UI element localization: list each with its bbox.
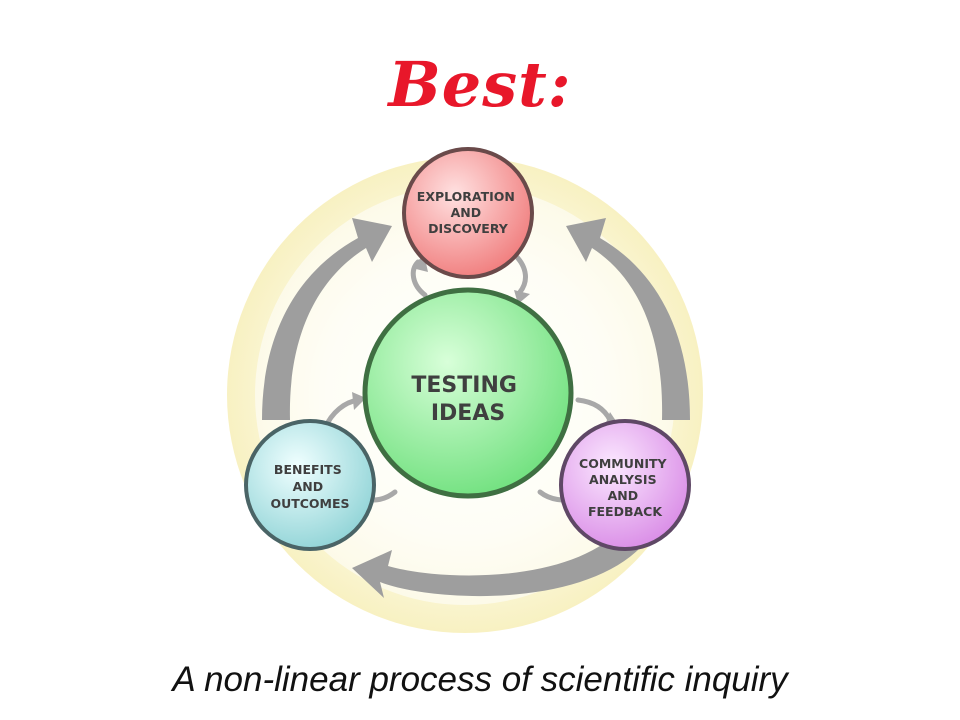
node-label-line: AND [451,205,482,220]
svg-text:BENEFITS AND OUTCOMES: BENEFITS AND OUTCOMES [270,462,349,511]
node-testing-ideas [362,287,574,499]
node-community-analysis-and-feedback [559,419,691,551]
cycle-arrow-left [262,218,392,420]
connector-arrow-top-right [512,252,528,295]
node-exploration-and-discovery [402,147,534,279]
node-label-line: FEEDBACK [588,504,663,519]
cycle-arrow-bottom [352,530,640,598]
svg-text:TESTING IDEAS: TESTING IDEAS [411,373,524,426]
node-label-line: ANALYSIS [589,472,657,487]
cycle-arrows [262,218,690,598]
node-label-line: COMMUNITY [579,456,667,471]
node-label-line: AND [293,479,324,494]
center-label-line: IDEAS [431,401,505,426]
svg-text:COMMUNITY ANALYSIS AND: COMMUNITY ANALYSIS AND FEEDBACK [579,456,671,519]
node-label-line: DISCOVERY [428,221,509,236]
node-label-line: BENEFITS [274,462,342,477]
svg-text:EXPLORATION AND DISCOV: EXPLORATION AND DISCOVERY [417,189,519,236]
node-label-line: AND [608,488,639,503]
node-benefits-and-outcomes [244,419,376,551]
slide-caption: A non-linear process of scientific inqui… [172,660,788,699]
slide-title: Best: [388,48,572,121]
cycle-arrow-right [566,218,690,420]
center-label-line: TESTING [411,373,517,398]
node-label-line: OUTCOMES [270,496,349,511]
node-label-line: EXPLORATION [417,189,515,204]
